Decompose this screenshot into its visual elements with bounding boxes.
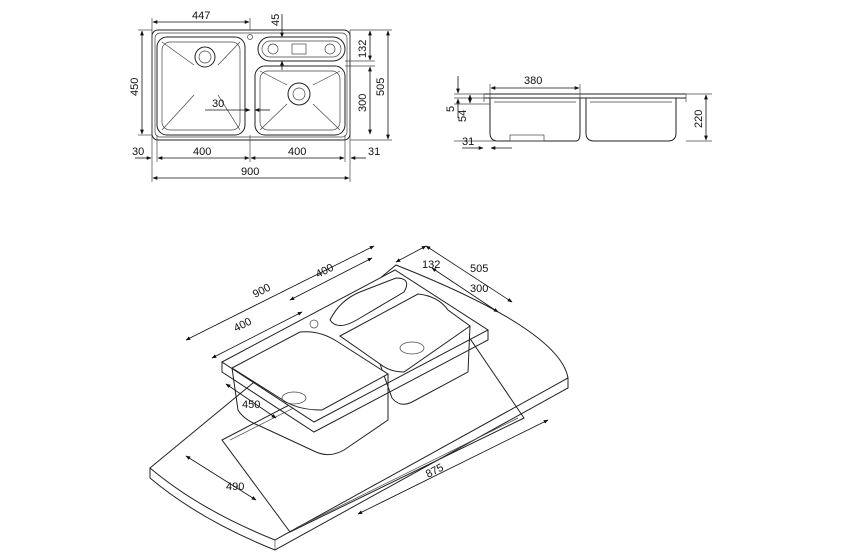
side-bowl-right — [585, 98, 677, 142]
dim-505: 505 — [375, 78, 387, 96]
iso-dim-900: 900 — [251, 282, 273, 301]
dim-400-a: 400 — [193, 146, 211, 158]
dim-400-b: 400 — [288, 146, 306, 158]
iso-dim-490: 490 — [226, 481, 244, 493]
side-view: 5 54 380 220 31 — [445, 75, 712, 150]
dim-900: 900 — [241, 166, 259, 178]
dim-30-inner: 30 — [212, 98, 224, 110]
iso-dim-400-a: 400 — [232, 316, 254, 335]
dim-30-left: 30 — [132, 146, 144, 158]
side-dim-54: 54 — [457, 110, 469, 122]
sink-outline-top — [151, 29, 351, 141]
iso-dim-875: 875 — [424, 462, 446, 481]
side-dim-220: 220 — [693, 110, 705, 128]
side-bowl-left — [489, 98, 581, 142]
iso-dim-132: 132 — [422, 259, 440, 271]
left-bowl-top — [156, 36, 246, 136]
top-view: 447 45 132 300 505 450 30 30 400 400 31 … — [129, 10, 392, 182]
iso-dim-450: 450 — [242, 399, 260, 411]
dim-447: 447 — [192, 10, 210, 22]
dim-31: 31 — [368, 146, 380, 158]
side-dim-380: 380 — [524, 75, 542, 87]
iso-view: 900 400 400 132 505 300 450 490 875 — [149, 245, 569, 551]
dim-300: 300 — [357, 94, 369, 112]
iso-dim-300: 300 — [470, 283, 488, 295]
side-dim-5: 5 — [445, 106, 457, 112]
dim-450: 450 — [129, 78, 141, 96]
right-drain-top — [287, 82, 311, 106]
side-dim-31: 31 — [462, 136, 474, 148]
right-bowl-top — [254, 65, 346, 136]
drain-strip-top — [257, 36, 346, 62]
dim-132: 132 — [357, 40, 369, 58]
left-drain-top — [194, 46, 216, 68]
iso-dim-505: 505 — [470, 263, 488, 275]
dim-45: 45 — [270, 14, 282, 26]
